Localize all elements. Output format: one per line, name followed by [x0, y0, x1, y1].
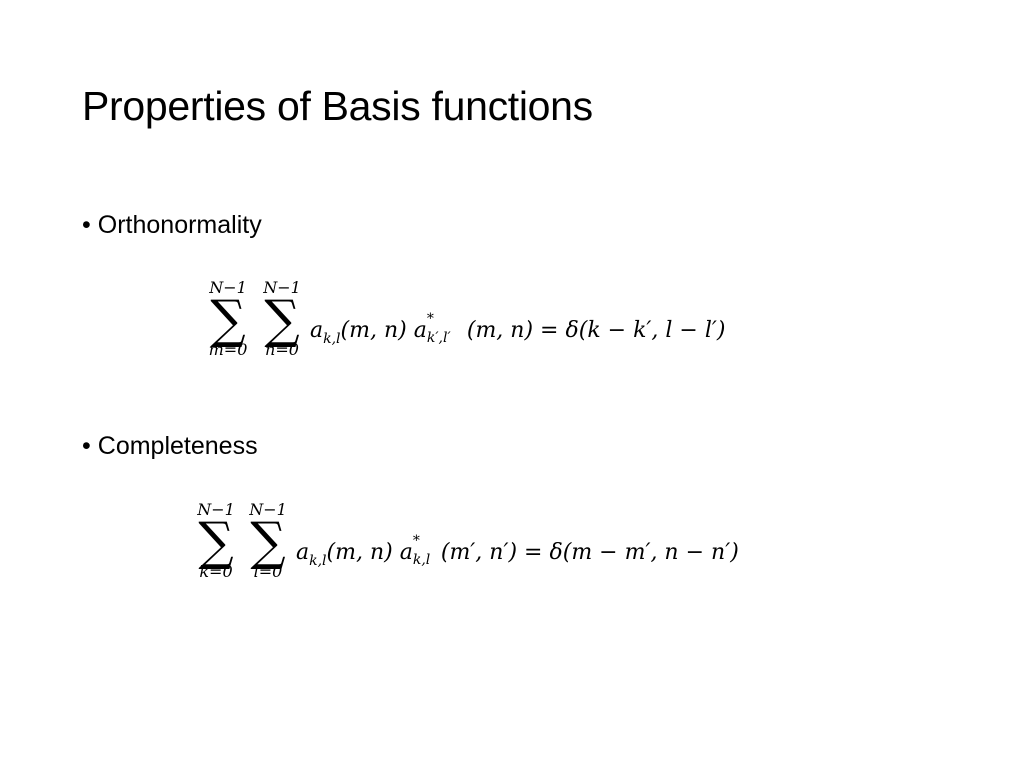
equation-body: ak,l(m, n) a*k,l(m′, n′) = δ(m − m′, n −… [296, 533, 739, 569]
sum-upper-limit: N−1 [197, 500, 235, 519]
bullet-dot: • [82, 432, 91, 460]
sigma-icon: ∑ [198, 512, 234, 572]
bullet-label: Orthonormality [97, 211, 262, 239]
sum-lower-limit: m=0 [208, 340, 248, 359]
sigma-icon: ∑ [210, 290, 246, 350]
summation-n: N−1 ∑ n=0 [258, 280, 306, 358]
summation-l: N−1 ∑ l=0 [244, 502, 292, 580]
bullet-dot: • [82, 211, 91, 239]
sum-lower-limit: k=0 [199, 562, 233, 581]
summation-k: N−1 ∑ k=0 [192, 502, 240, 580]
slide-title: Properties of Basis functions [82, 83, 593, 129]
sigma-icon: ∑ [250, 512, 286, 572]
summation-m: N−1 ∑ m=0 [204, 280, 252, 358]
sum-upper-limit: N−1 [249, 500, 287, 519]
bullet-completeness: •Completeness [82, 434, 258, 459]
sum-lower-limit: n=0 [265, 340, 299, 359]
equation-body: ak,l(m, n) a*k′,l′(m, n) = δ(k − k′, l −… [310, 311, 726, 347]
sum-upper-limit: N−1 [263, 278, 301, 297]
bullet-orthonormality: •Orthonormality [82, 213, 262, 238]
sigma-icon: ∑ [264, 290, 300, 350]
sum-upper-limit: N−1 [209, 278, 247, 297]
bullet-label: Completeness [97, 432, 258, 460]
sum-lower-limit: l=0 [253, 562, 283, 581]
